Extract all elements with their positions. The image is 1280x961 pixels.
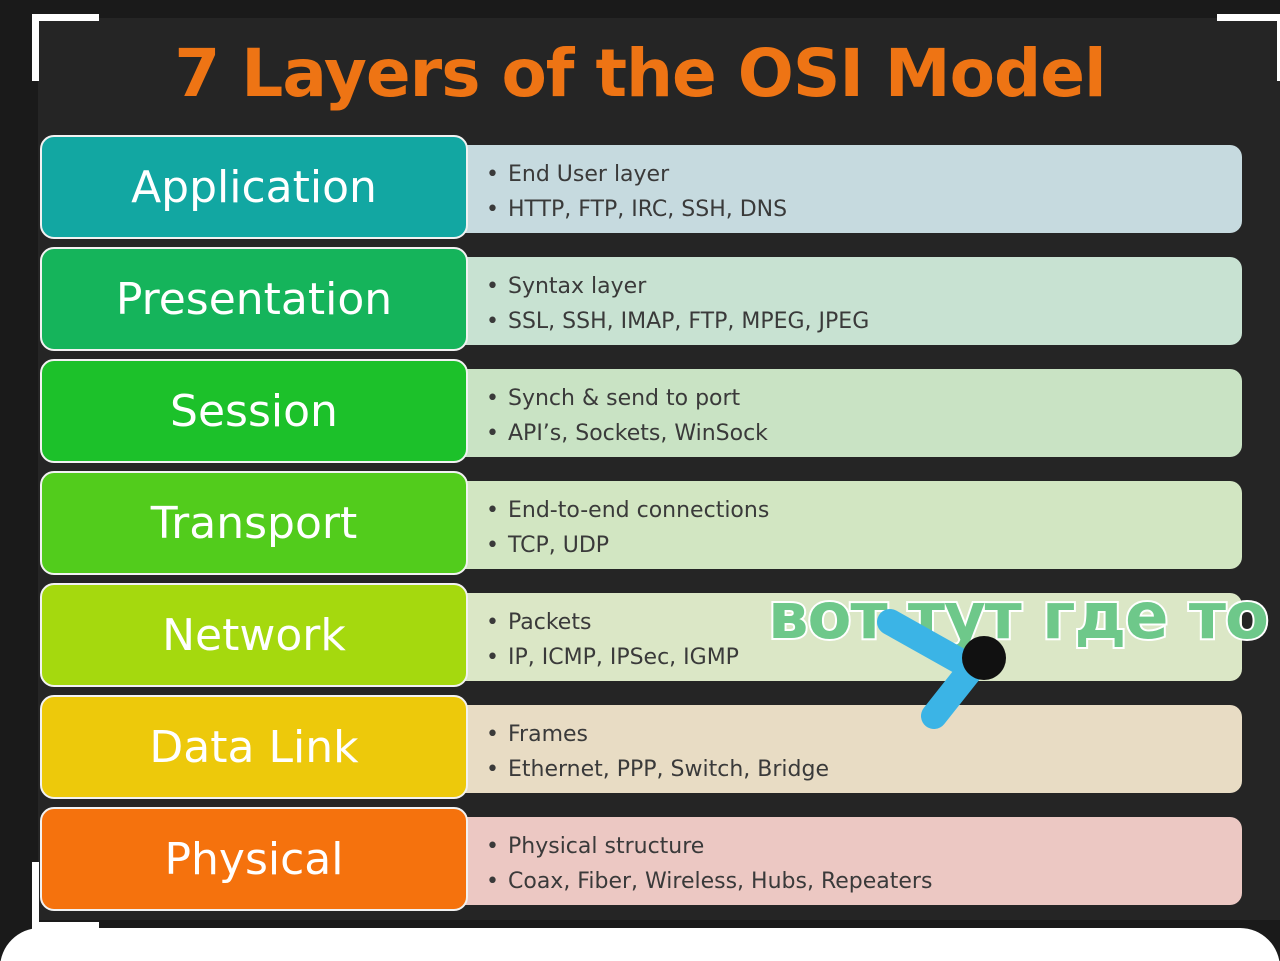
layer-description-box: Syntax layerSSL, SSH, IMAP, FTP, MPEG, J…	[440, 257, 1242, 345]
layer-description-box: End User layerHTTP, FTP, IRC, SSH, DNS	[440, 145, 1242, 233]
layer-name-box: Presentation	[40, 247, 468, 351]
cursor-arrow-icon	[877, 609, 1006, 729]
crop-corner-bottom-left[interactable]	[32, 862, 99, 929]
layer-name-label: Physical	[164, 833, 344, 885]
osi-layer-row: Syntax layerSSL, SSH, IMAP, FTP, MPEG, J…	[40, 247, 1242, 353]
layer-name-label: Network	[162, 609, 346, 661]
layer-bullet: Physical structure	[486, 829, 1242, 864]
layer-bullet: HTTP, FTP, IRC, SSH, DNS	[486, 192, 1242, 227]
layer-name-label: Data Link	[149, 721, 359, 773]
layer-bullet: IP, ICMP, IPSec, IGMP	[486, 640, 1242, 675]
layer-bullet-list: PacketsIP, ICMP, IPSec, IGMP	[440, 593, 1242, 675]
diagram-title: 7 Layers of the OSI Model	[174, 35, 1106, 112]
layer-name-label: Transport	[150, 497, 358, 549]
bottom-sheet[interactable]	[0, 928, 1280, 961]
osi-layer-row: End User layerHTTP, FTP, IRC, SSH, DNS Ap…	[40, 135, 1242, 241]
layer-bullet: Frames	[486, 717, 1242, 752]
osi-layer-row: PacketsIP, ICMP, IPSec, IGMP Network	[40, 583, 1242, 689]
layer-bullet-list: End-to-end connectionsTCP, UDP	[440, 481, 1242, 563]
layer-bullet-list: End User layerHTTP, FTP, IRC, SSH, DNS	[440, 145, 1242, 227]
layer-bullet: End User layer	[486, 157, 1242, 192]
layer-bullet-list: Syntax layerSSL, SSH, IMAP, FTP, MPEG, J…	[440, 257, 1242, 339]
osi-layer-row: FramesEthernet, PPP, Switch, Bridge Data …	[40, 695, 1242, 801]
layer-description-box: End-to-end connectionsTCP, UDP	[440, 481, 1242, 569]
osi-layer-row: Synch & send to portAPI’s, Sockets, WinS…	[40, 359, 1242, 465]
layer-bullet: Synch & send to port	[486, 381, 1242, 416]
osi-layer-row: Physical structureCoax, Fiber, Wireless,…	[40, 807, 1242, 913]
layer-description-box: Physical structureCoax, Fiber, Wireless,…	[440, 817, 1242, 905]
layer-bullet: End-to-end connections	[486, 493, 1242, 528]
layer-name-box: Data Link	[40, 695, 468, 799]
layer-name-box: Physical	[40, 807, 468, 911]
annotation-text: вот тут где то	[766, 578, 1271, 656]
layer-description-box: Synch & send to portAPI’s, Sockets, WinS…	[440, 369, 1242, 457]
layer-name-box: Application	[40, 135, 468, 239]
crop-corner-top-left[interactable]	[32, 14, 99, 81]
layer-bullet-list: Physical structureCoax, Fiber, Wireless,…	[440, 817, 1242, 899]
layer-bullet-list: Synch & send to portAPI’s, Sockets, WinS…	[440, 369, 1242, 451]
layer-name-label: Presentation	[115, 273, 393, 325]
layer-name-box: Transport	[40, 471, 468, 575]
layer-bullet: Packets	[486, 605, 1242, 640]
layer-name-label: Application	[131, 161, 377, 213]
layer-name-label: Session	[170, 385, 338, 437]
osi-layer-row: End-to-end connectionsTCP, UDP Transport	[40, 471, 1242, 577]
layer-description-box: PacketsIP, ICMP, IPSec, IGMP	[440, 593, 1242, 681]
layer-bullet: TCP, UDP	[486, 528, 1242, 563]
layer-bullet: SSL, SSH, IMAP, FTP, MPEG, JPEG	[486, 304, 1242, 339]
layer-name-box: Session	[40, 359, 468, 463]
crop-corner-top-right[interactable]	[1217, 14, 1280, 81]
layer-name-box: Network	[40, 583, 468, 687]
layer-bullet: Ethernet, PPP, Switch, Bridge	[486, 752, 1242, 787]
layer-bullet: API’s, Sockets, WinSock	[486, 416, 1242, 451]
layer-bullet: Syntax layer	[486, 269, 1242, 304]
layer-bullet: Coax, Fiber, Wireless, Hubs, Repeaters	[486, 864, 1242, 899]
layer-description-box: FramesEthernet, PPP, Switch, Bridge	[440, 705, 1242, 793]
layer-bullet-list: FramesEthernet, PPP, Switch, Bridge	[440, 705, 1242, 787]
